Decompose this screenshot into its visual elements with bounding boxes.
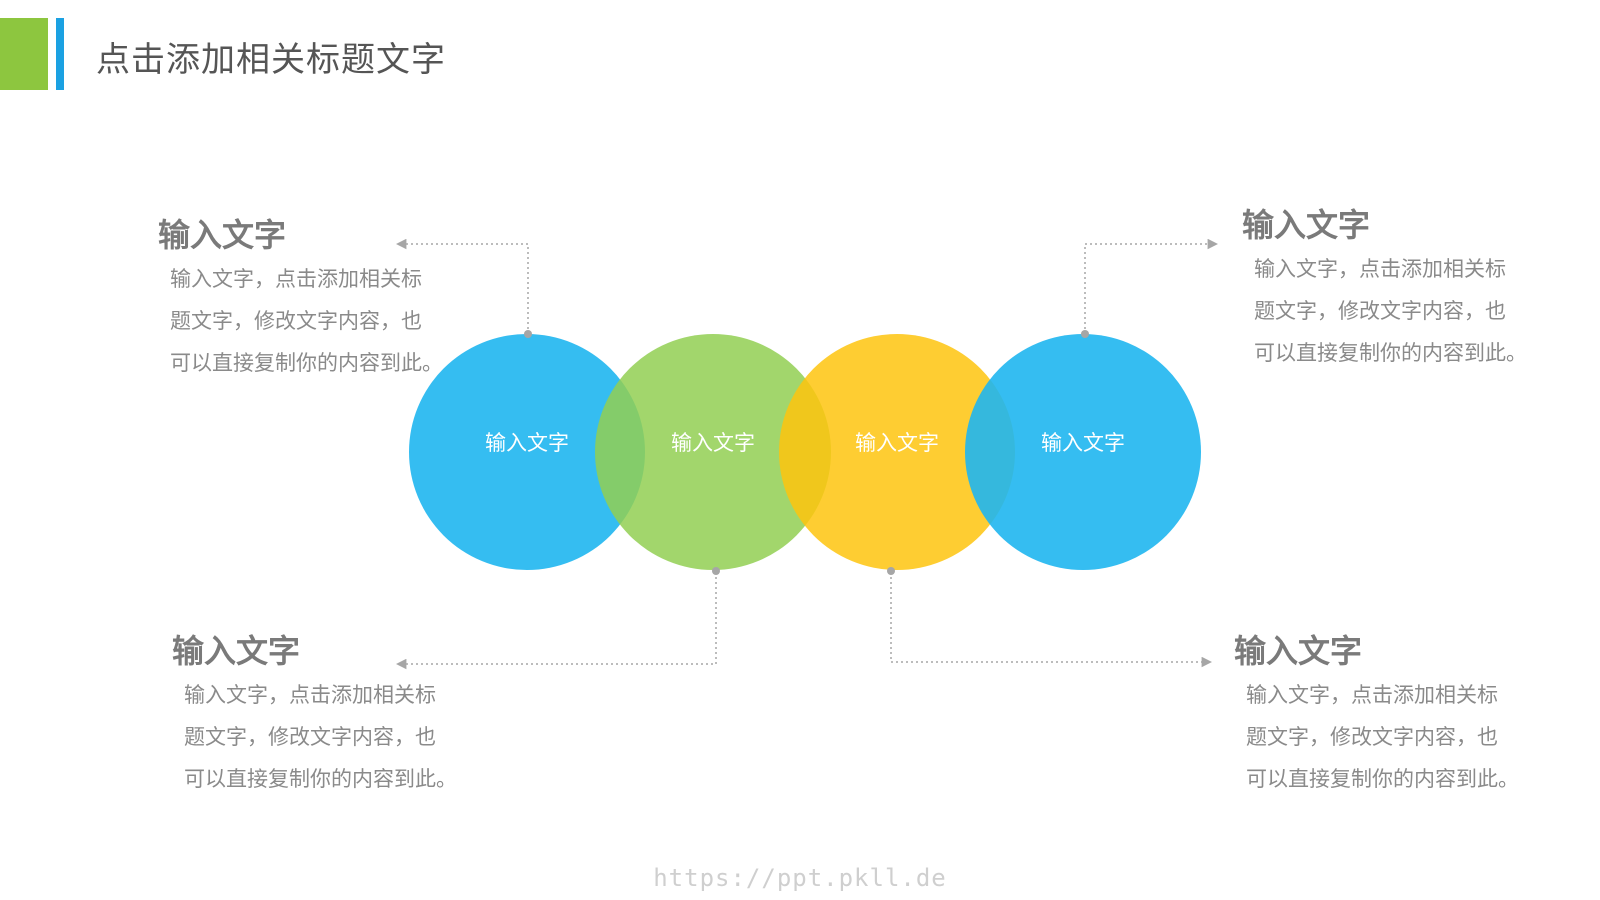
circle-label-4: 输入文字 (1041, 431, 1125, 455)
connector-bottom-right (890, 572, 1213, 668)
connector-dot-top-right (1081, 330, 1089, 338)
block-heading: 输入文字 (1234, 632, 1363, 670)
block-body: 输入文字，点击添加相关标 题文字，修改文字内容，也 可以直接复制你的内容到此。 (170, 267, 443, 375)
circle-3 (779, 334, 1015, 570)
circle-4 (965, 334, 1201, 570)
connector-dot-bottom-right (887, 567, 895, 575)
text-block-top-left: 输入文字 输入文字，点击添加相关标 题文字，修改文字内容，也 可以直接复制你的内… (158, 210, 490, 384)
circle-1 (409, 334, 645, 570)
block-body: 输入文字，点击添加相关标 题文字，修改文字内容，也 可以直接复制你的内容到此。 (184, 683, 457, 791)
text-block-top-right: 输入文字 输入文字，点击添加相关标 题文字，修改文字内容，也 可以直接复制你的内… (1242, 200, 1574, 374)
text-block-bottom-left: 输入文字 输入文字，点击添加相关标 题文字，修改文字内容，也 可以直接复制你的内… (172, 626, 504, 800)
connector-dot-bottom-left (712, 567, 720, 575)
connector-top-right (1084, 238, 1219, 334)
block-body: 输入文字，点击添加相关标 题文字，修改文字内容，也 可以直接复制你的内容到此。 (1254, 257, 1527, 365)
title-accent-blue-bar (56, 18, 64, 90)
block-heading: 输入文字 (158, 216, 287, 254)
connector-top-left (395, 238, 529, 334)
text-block-bottom-right: 输入文字 输入文字，点击添加相关标 题文字，修改文字内容，也 可以直接复制你的内… (1234, 626, 1566, 800)
circle-2 (595, 334, 831, 570)
connector-bottom-left (395, 572, 717, 670)
block-heading: 输入文字 (172, 632, 301, 670)
title-accent-green-bar (0, 18, 48, 90)
circle-label-2: 输入文字 (671, 431, 755, 455)
page-title: 点击添加相关标题文字 (96, 40, 446, 80)
block-heading: 输入文字 (1242, 206, 1371, 244)
block-body: 输入文字，点击添加相关标 题文字，修改文字内容，也 可以直接复制你的内容到此。 (1246, 683, 1519, 791)
watermark: https://ppt.pkll.de (653, 864, 947, 892)
connector-dot-top-left (524, 330, 532, 338)
circle-label-3: 输入文字 (855, 431, 939, 455)
circle-label-1: 输入文字 (485, 431, 569, 455)
